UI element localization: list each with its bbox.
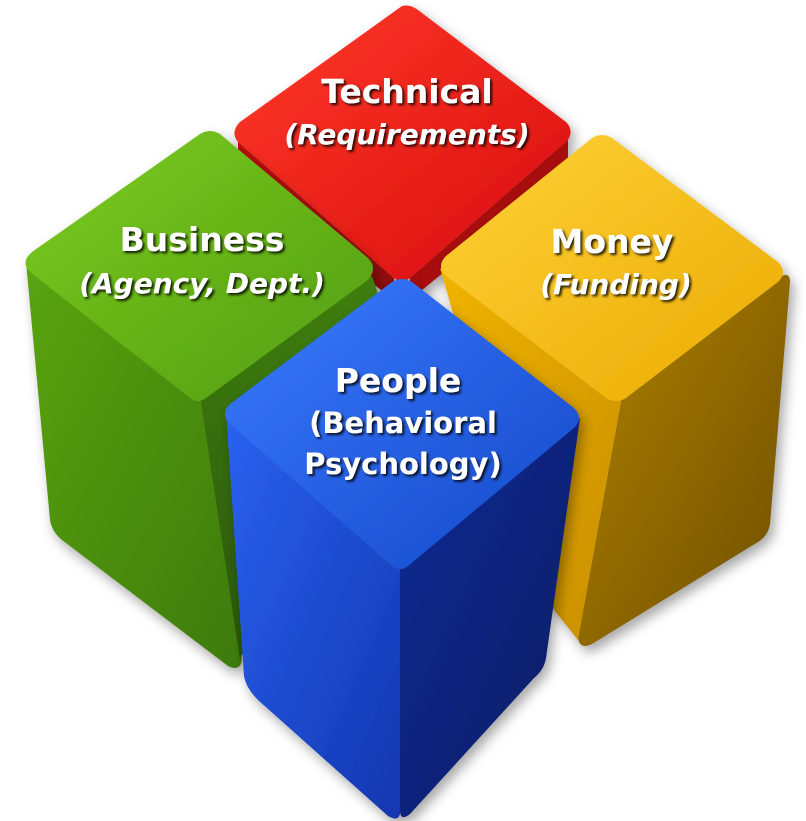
- people-block-top-face: [225, 279, 579, 569]
- business-label: Business (Agency, Dept.): [79, 220, 325, 300]
- people-title: People: [335, 361, 462, 400]
- money-title: Money: [551, 222, 674, 261]
- technical-title: Technical: [321, 72, 493, 111]
- people-block-right-face: [400, 418, 580, 818]
- people-block: [225, 279, 580, 819]
- people-label: People (Behavioral Psychology): [304, 361, 501, 481]
- technical-block-top-face: [234, 5, 571, 281]
- people-subtitle-line1: (Behavioral: [309, 406, 497, 440]
- money-block-right-face: [578, 274, 790, 646]
- people-block-left-face: [226, 412, 400, 819]
- money-block-top-face: [441, 135, 783, 401]
- people-subtitle-line2: Psychology): [304, 447, 501, 481]
- money-subtitle: (Funding): [540, 268, 692, 301]
- money-label: Money (Funding): [540, 222, 692, 301]
- business-block-left-face: [26, 262, 242, 668]
- technical-label: Technical (Requirements): [284, 72, 529, 151]
- business-title: Business: [120, 220, 285, 259]
- technical-subtitle: (Requirements): [284, 118, 529, 151]
- business-block-top-face: [25, 131, 373, 401]
- business-subtitle: (Agency, Dept.): [79, 267, 325, 300]
